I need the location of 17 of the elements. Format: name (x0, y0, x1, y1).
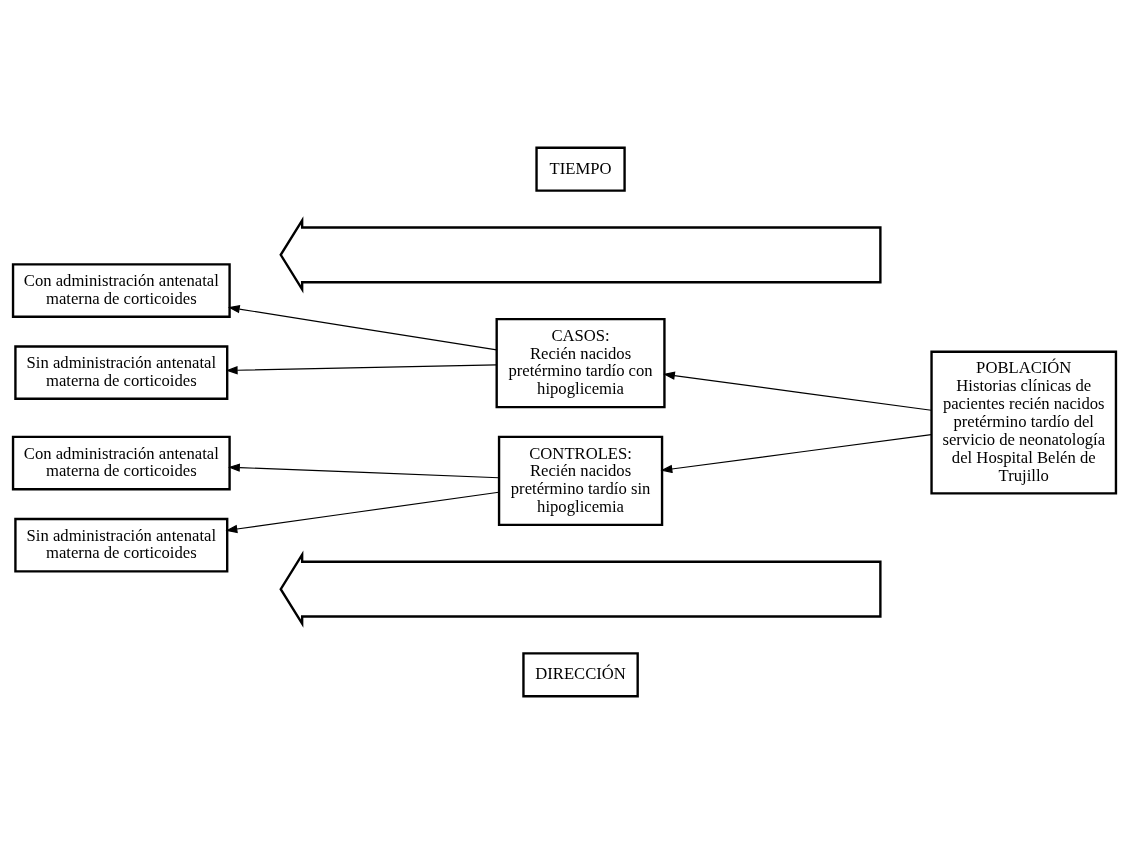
arrow (225, 491, 500, 533)
node-box: Sin administración antenatal materna de corticoides (14, 517, 229, 572)
node-box: TIEMPO (535, 146, 626, 192)
node-arrow (279, 215, 882, 293)
node-box: Con administración antenatal materna de corticoides (11, 435, 231, 490)
arrow (227, 462, 500, 478)
node-box: CASOS: Recién nacidos pretérmino tardío con hipoglicemia (495, 317, 666, 408)
node-box: Sin administración antenatal materna de corticoides (14, 344, 229, 400)
arrow (660, 433, 932, 473)
arrow (227, 304, 498, 351)
node-arrow (279, 550, 882, 628)
node-box: DIRECCIÓN (522, 651, 639, 697)
arrow (663, 371, 932, 411)
node-box: CONTROLES: Recién nacidos pretérmino tardío sin hipoglicemia (497, 435, 664, 526)
arrow (225, 363, 498, 374)
node-box: POBLACIÓN Historias clínicas de pacientes recién nacidos pretérmino tardío del servicio de neonatología del Hospital Belén de Trujillo (930, 350, 1118, 495)
node-box: Con administración antenatal materna de corticoides (11, 262, 231, 318)
